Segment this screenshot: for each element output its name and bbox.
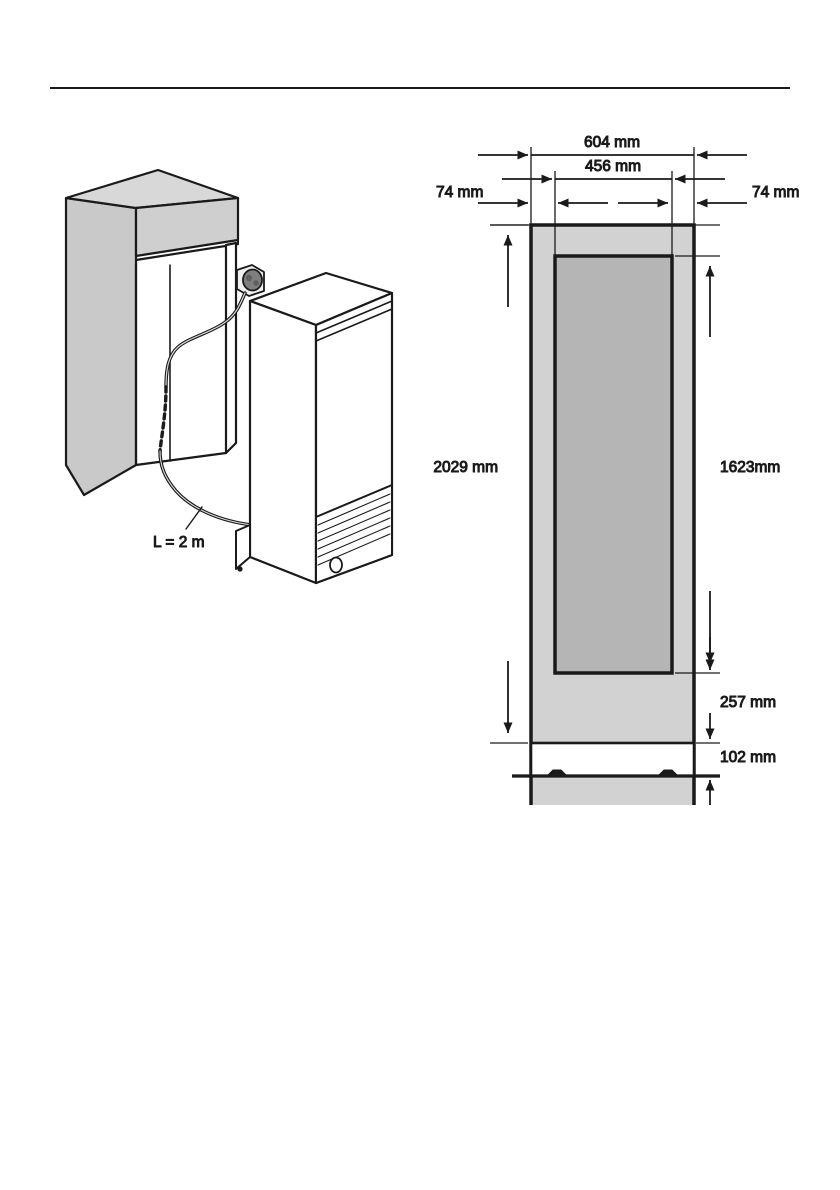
label-1623mm: 1623mm xyxy=(720,459,780,476)
header-rule xyxy=(50,87,790,89)
label-456mm: 456 mm xyxy=(585,158,641,175)
label-102mm: 102 mm xyxy=(720,749,776,766)
label-74mm-right: 74 mm xyxy=(752,184,799,201)
label-74mm-left: 74 mm xyxy=(436,184,483,201)
power-cable xyxy=(158,291,254,530)
niche-opening xyxy=(553,254,674,675)
figure-right-dimension-drawing: 604 mm 456 mm 74 mm 74 m xyxy=(420,125,830,805)
cabinet-side-panel xyxy=(64,196,138,497)
floor-line xyxy=(512,769,720,778)
label-604mm: 604 mm xyxy=(584,134,640,151)
wall-socket xyxy=(236,264,265,297)
cabinet-top-plate xyxy=(64,168,240,265)
label-257mm: 257 mm xyxy=(720,694,776,711)
label-2029mm: 2029 mm xyxy=(433,459,498,476)
cable-length-label: L = 2 m xyxy=(153,534,205,551)
ventilation-grille xyxy=(315,484,393,584)
figure-left-installation-illustration: L = 2 m xyxy=(40,165,440,605)
